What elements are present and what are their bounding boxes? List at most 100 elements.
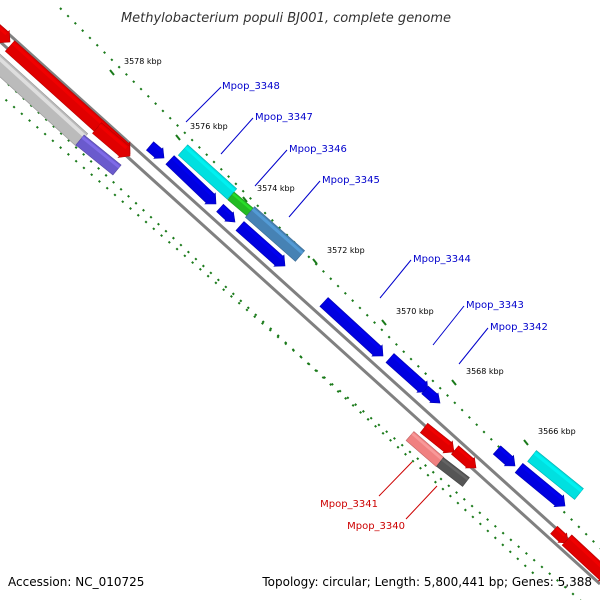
gene-label[interactable]: Mpop_3348 [222, 81, 280, 92]
tick-mark [237, 301, 241, 305]
tick-mark [74, 146, 78, 149]
tick-mark [516, 557, 520, 561]
gene-feature[interactable] [514, 462, 566, 508]
tick-mark [456, 501, 460, 505]
tick-mark [292, 349, 295, 352]
tick-mark [351, 403, 355, 407]
gene-label[interactable]: Mpop_3343 [466, 300, 524, 311]
gene-label-leader-line [379, 259, 412, 299]
gene-feature[interactable] [216, 203, 236, 223]
gene-label-leader-line [432, 305, 465, 346]
tick-mark [493, 524, 497, 528]
tick-mark [486, 529, 490, 533]
gene-label[interactable]: Mpop_3345 [322, 175, 380, 186]
gene-feature[interactable] [419, 422, 455, 454]
tick-mark [73, 21, 77, 25]
tick-mark [190, 138, 194, 142]
gene-feature[interactable] [492, 445, 516, 467]
tick-mark [373, 321, 376, 324]
gene-feature-highlight [171, 156, 214, 198]
tick-mark [104, 173, 108, 177]
tick-mark [278, 226, 282, 230]
tick-mark [253, 315, 257, 319]
tick-mark [97, 179, 101, 183]
gene-feature[interactable] [235, 221, 286, 267]
tick-mark [129, 207, 132, 210]
gene-label[interactable]: Mpop_3346 [289, 144, 347, 155]
tick-mark [394, 342, 398, 346]
tick-mark [44, 118, 48, 122]
tick-mark [377, 423, 381, 427]
tick-mark [441, 487, 445, 491]
tick-mark [478, 511, 482, 515]
tick-mark [52, 125, 56, 129]
backbone-line-1 [0, 26, 600, 570]
tick-mark [134, 201, 138, 205]
gene-label[interactable]: Mpop_3342 [490, 322, 548, 333]
tick-mark [358, 306, 362, 310]
tick-label: 3570 kbp [396, 307, 434, 316]
tick-mark [338, 389, 342, 393]
gene-feature-highlight [411, 432, 444, 461]
gene-feature[interactable] [145, 141, 165, 159]
gene-feature[interactable] [165, 155, 217, 205]
accession-text: Accession: NC_010725 [8, 575, 144, 589]
tick-mark [261, 322, 264, 325]
gene-label[interactable]: Mpop_3347 [255, 112, 313, 123]
tick-mark [95, 43, 99, 47]
tick-mark [478, 522, 482, 526]
tick-mark [416, 364, 420, 368]
tick-mark [124, 72, 128, 76]
gene-feature[interactable] [92, 122, 131, 158]
tick-mark [139, 87, 143, 91]
gene-feature[interactable] [319, 297, 384, 357]
major-tick-mark [242, 196, 248, 203]
tick-mark [460, 408, 464, 412]
tick-mark [246, 306, 250, 310]
tick-mark [366, 417, 370, 421]
gene-feature[interactable] [421, 385, 441, 404]
tick-mark [160, 234, 163, 237]
tick-mark [191, 261, 195, 265]
gene-feature[interactable] [450, 445, 477, 469]
tick-mark [509, 538, 513, 542]
tick-mark [453, 401, 457, 405]
tick-mark [164, 229, 168, 233]
tick-mark [113, 193, 117, 197]
tick-mark [365, 313, 369, 317]
tick-mark [149, 215, 153, 219]
tick-mark [344, 397, 348, 400]
gene-feature-highlight [0, 26, 8, 36]
tick-mark [482, 430, 486, 434]
gene-feature[interactable] [405, 431, 445, 467]
tick-mark [51, 139, 55, 143]
tick-mark [351, 299, 355, 303]
gene-label-leader-line [254, 149, 288, 187]
tick-mark [424, 464, 427, 467]
gene-label[interactable]: Mpop_3340 [347, 521, 405, 532]
gene-feature[interactable] [385, 353, 429, 393]
gene-feature-highlight [498, 446, 512, 460]
tick-mark [424, 372, 428, 376]
tick-mark [270, 218, 274, 222]
tick-mark [249, 197, 252, 200]
gene-feature[interactable] [244, 206, 306, 262]
gene-label[interactable]: Mpop_3344 [413, 254, 471, 265]
tick-label: 3574 kbp [257, 184, 295, 193]
gene-label-leader-line [378, 461, 413, 497]
tick-mark [411, 459, 415, 463]
tick-mark [438, 386, 442, 390]
gene-feature-highlight [391, 354, 426, 386]
gene-label[interactable]: Mpop_3341 [320, 499, 378, 510]
gene-feature[interactable] [550, 525, 569, 544]
tick-mark [329, 277, 333, 281]
tick-mark [132, 80, 136, 84]
tick-mark [493, 536, 497, 540]
gene-feature[interactable] [561, 534, 600, 582]
tick-mark [224, 285, 228, 289]
tick-mark [231, 292, 235, 296]
gene-feature-highlight [568, 536, 600, 568]
gene-feature-highlight [426, 387, 437, 397]
